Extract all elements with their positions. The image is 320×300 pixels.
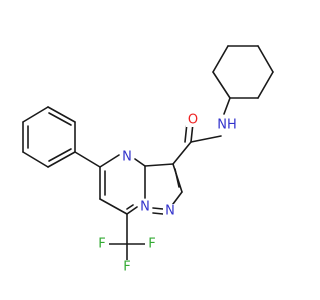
pyrazole-n-label: N [165, 204, 175, 219]
bond [257, 45, 274, 73]
bond [190, 135, 222, 143]
bond [144, 163, 174, 167]
molecule-diagram: O NH N N N F F F [22, 45, 274, 275]
bond [126, 206, 138, 215]
bond [22, 106, 49, 123]
bond [99, 198, 128, 215]
fluorine-label-right: F [148, 237, 155, 252]
bond [152, 207, 164, 210]
oxygen-label: O [188, 113, 198, 128]
bond [48, 148, 72, 162]
bond [212, 71, 231, 99]
bond [152, 212, 164, 215]
bond [99, 154, 120, 168]
bond [134, 158, 146, 167]
bridgehead-n-label: N [140, 200, 150, 215]
bond [172, 141, 192, 165]
bond [257, 71, 274, 99]
bond [48, 112, 72, 126]
bond [47, 151, 76, 168]
fluorine-label-bottom: F [123, 260, 130, 275]
bonds [22, 45, 274, 261]
bond [212, 45, 229, 73]
pyrimidine-n-label: N [122, 150, 132, 165]
atom-labels: O NH N N N F F F [95, 113, 237, 275]
amide-nh-label: NH [217, 118, 237, 133]
bond [174, 168, 180, 188]
structure-svg: O NH N N N F F F [22, 45, 274, 275]
bond [223, 97, 231, 115]
bond [74, 151, 101, 168]
bond [47, 106, 76, 123]
bond [126, 204, 134, 210]
fluorine-label-left: F [98, 237, 105, 252]
bond [22, 151, 49, 168]
